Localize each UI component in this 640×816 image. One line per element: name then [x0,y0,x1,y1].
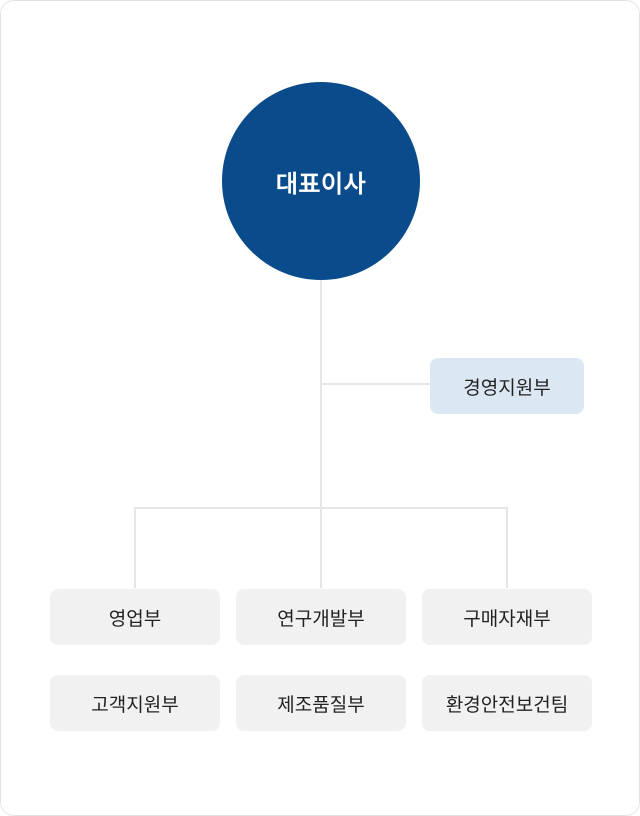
department-label: 구매자재부 [463,607,551,630]
connector-drop-right [506,507,508,588]
connector-drop-left [134,507,136,588]
department-label: 영업부 [108,607,162,630]
department-node: 연구개발부 [236,589,406,645]
staff-node-management-support: 경영지원부 [430,358,584,414]
ceo-label: 대표이사 [275,169,367,198]
department-node: 고객지원부 [50,675,220,731]
department-node: 영업부 [50,589,220,645]
department-label: 환경안전보건팀 [445,693,569,716]
connector-trunk [320,280,322,588]
department-node: 제조품질부 [236,675,406,731]
ceo-node: 대표이사 [222,82,420,280]
connector-horizontal-bus [134,507,508,509]
department-node: 구매자재부 [422,589,592,645]
connector-staff-branch [321,383,430,385]
department-label: 연구개발부 [277,607,365,630]
department-label: 제조품질부 [277,693,365,716]
department-node: 환경안전보건팀 [422,675,592,731]
staff-label: 경영지원부 [463,376,551,399]
department-label: 고객지원부 [91,693,179,716]
